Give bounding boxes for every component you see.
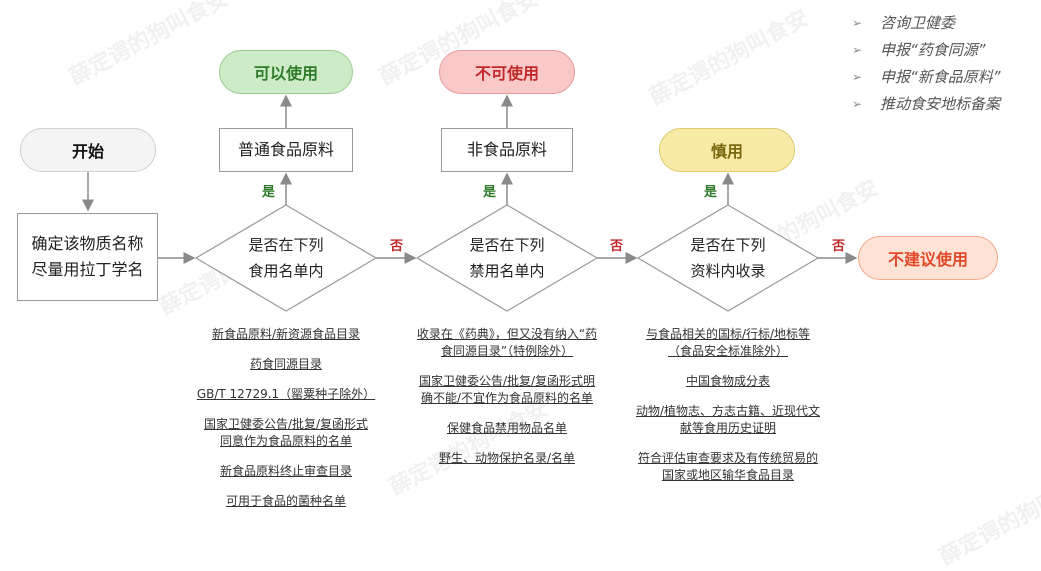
start-node: 开始 [20, 128, 156, 172]
list-item: 收录在《药典》，但又没有纳入“药食同源目录”（特例除外） [416, 327, 598, 358]
bullet-arrow-icon: ➢ [852, 43, 863, 57]
decision-3-line-2: 资料内收录 [690, 262, 766, 280]
decision-3-text: 是否在下列 资料内收录 [668, 232, 788, 284]
bullet-arrow-icon: ➢ [852, 97, 863, 111]
decision-2-text: 是否在下列 禁用名单内 [447, 232, 567, 284]
result-can-use: 可以使用 [219, 50, 353, 94]
list-item: 与食品相关的国标/行标/地标等（食品安全标准除外） [645, 327, 811, 358]
side-note: ➢ 申报“药食同源” [852, 37, 1001, 64]
step-line-2: 尽量用拉丁学名 [31, 260, 144, 279]
decision-2-line-2: 禁用名单内 [469, 262, 545, 280]
no-label-3: 否 [832, 239, 846, 254]
list-item: 新食品原料/新资源食品目录 [211, 327, 361, 341]
list-item: 药食同源目录 [249, 357, 322, 371]
list-item: 国家卫健委公告/批复/复函形式明确不能/不宜作为食品原料的名单 [418, 374, 596, 405]
side-notes: ➢ 咨询卫健委 ➢ 申报“药食同源” ➢ 申报“新食品原料” ➢ 推动食安地标备案 [852, 10, 1001, 118]
side-note-text: 咨询卫健委 [880, 14, 956, 32]
box-non-food-material: 非食品原料 [441, 128, 573, 172]
side-note-text: 申报“药食同源” [880, 41, 986, 59]
decision-diamond-3 [636, 204, 820, 312]
step-identify-name: 确定该物质名称 尽量用拉丁学名 [17, 213, 158, 301]
no-label-2: 否 [610, 239, 624, 254]
list-reference-materials: 与食品相关的国标/行标/地标等（食品安全标准除外） 中国食物成分表 动物/植物志… [628, 326, 828, 497]
list-forbidden: 收录在《药典》，但又没有纳入“药食同源目录”（特例除外） 国家卫健委公告/批复/… [408, 326, 606, 480]
box-common-food-material: 普通食品原料 [219, 128, 353, 172]
result-not-recommended: 不建议使用 [858, 236, 998, 280]
list-item: 可用于食品的菌种名单 [225, 494, 346, 508]
step-line-1: 确定该物质名称 [31, 234, 144, 253]
yes-label-1: 是 [262, 185, 276, 200]
decision-diamond-2 [415, 204, 599, 312]
yes-label-3: 是 [704, 185, 718, 200]
bullet-arrow-icon: ➢ [852, 70, 863, 84]
list-item: 新食品原料终止审查目录 [219, 464, 352, 478]
side-note-text: 申报“新食品原料” [880, 68, 1001, 86]
yes-label-2: 是 [483, 185, 497, 200]
decision-1-text: 是否在下列 食用名单内 [226, 232, 346, 284]
list-item: 野生、动物保护名录/名单 [438, 451, 576, 465]
decision-1-line-1: 是否在下列 [248, 236, 324, 254]
decision-3-line-1: 是否在下列 [690, 236, 766, 254]
list-item: 国家卫健委公告/批复/复函形式同意作为食品原料的名单 [203, 417, 369, 448]
list-item: GB/T 12729.1（罂粟种子除外） [196, 387, 376, 401]
decision-diamond-1 [194, 204, 378, 312]
no-label-1: 否 [390, 239, 404, 254]
decision-1-line-2: 食用名单内 [248, 262, 324, 280]
list-item: 动物/植物志、方志古籍、近现代文献等食用历史证明 [635, 404, 821, 435]
side-note: ➢ 咨询卫健委 [852, 10, 1001, 37]
side-note: ➢ 推动食安地标备案 [852, 91, 1001, 118]
side-note-text: 推动食安地标备案 [880, 95, 1001, 113]
side-note: ➢ 申报“新食品原料” [852, 64, 1001, 91]
list-item: 保健食品禁用物品名单 [446, 421, 567, 435]
list-item: 中国食物成分表 [685, 374, 770, 388]
list-item: 符合评估审查要求及有传统贸易的国家或地区输华食品目录 [637, 451, 818, 482]
bullet-arrow-icon: ➢ [852, 16, 863, 30]
result-use-cautiously: 慎用 [659, 128, 795, 172]
result-cannot-use: 不可使用 [439, 50, 575, 94]
decision-2-line-1: 是否在下列 [469, 236, 545, 254]
list-edible: 新食品原料/新资源食品目录 药食同源目录 GB/T 12729.1（罂粟种子除外… [188, 326, 384, 523]
